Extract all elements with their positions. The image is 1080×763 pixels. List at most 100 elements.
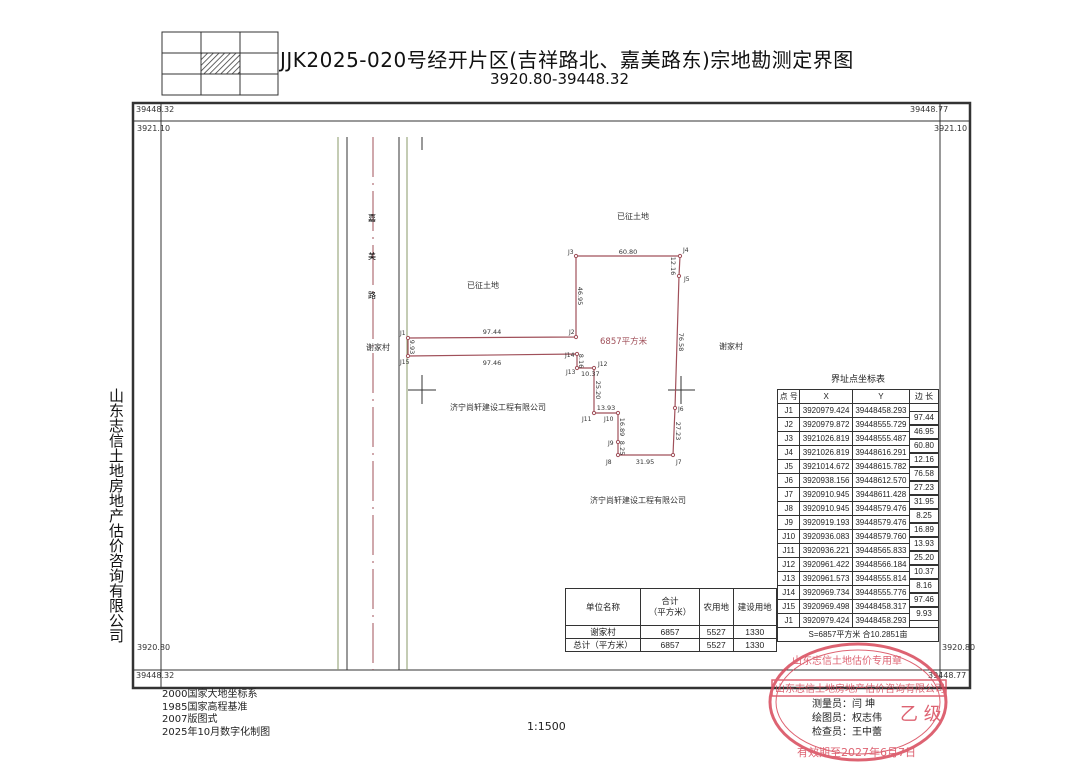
edge-length-value: 10.37 <box>910 564 938 579</box>
grid-crosshair <box>408 375 695 404</box>
boundary-point-marker <box>574 351 580 357</box>
cell-point: J15 <box>776 599 801 614</box>
coord-table-header: 点 号 X Y 边 长 <box>776 389 939 404</box>
edge-length-value: 16.89 <box>910 522 938 537</box>
edge-length-label: 10.37 <box>581 370 600 378</box>
unit-cell: 6857 <box>640 638 700 652</box>
edge-length-value: 8.25 <box>910 508 938 523</box>
road-jiamei: 嘉 美 路 <box>337 137 423 670</box>
coord-table-footer: S=6857平方米 合10.2851亩 <box>777 627 939 642</box>
cell-y: 39448555.776 <box>851 585 911 600</box>
col-construction: 建设用地 <box>732 588 777 626</box>
edge-lengths: 97.4446.9560.8012.1676.5827.2331.958.251… <box>408 248 685 466</box>
staff-list: 测量员：闫 坤 绘图员：权志伟 检查员：王中蕾 <box>812 698 882 740</box>
corner-br-x: 3920.80 <box>942 643 975 652</box>
edge-length-label: 31.95 <box>636 458 655 466</box>
cell-point: J13 <box>776 571 801 586</box>
cell-point: J14 <box>776 585 801 600</box>
edge-length-value: 25.20 <box>910 550 938 565</box>
cell-point: J11 <box>776 543 801 558</box>
boundary-point-label: J4 <box>682 247 689 254</box>
boundary-point-marker <box>591 365 597 371</box>
map-notes: 2000国家大地坐标系 1985国家高程基准 2007版图式 2025年10月数… <box>162 689 270 739</box>
cell-x: 3920979.424 <box>799 613 853 628</box>
unit-cell: 谢家村 <box>565 625 641 639</box>
cell-x: 3920969.734 <box>799 585 853 600</box>
cell-point: J10 <box>776 529 801 544</box>
boundary-point-marker <box>574 365 580 371</box>
label-company-1: 济宁尚轩建设工程有限公司 <box>450 402 546 412</box>
cell-point: J7 <box>776 487 801 502</box>
corner-tr-y: 39448.77 <box>910 105 948 114</box>
boundary-point-marker <box>591 410 597 416</box>
edge-length-label: 8.16 <box>577 354 585 368</box>
cell-y: 39448579.760 <box>851 529 911 544</box>
boundary-point-label: J11 <box>581 416 592 423</box>
boundary-point-label: J2 <box>568 329 575 336</box>
cell-y: 39448458.293 <box>851 403 911 418</box>
boundary-point-label: J8 <box>605 459 612 466</box>
boundary-point-label: J13 <box>565 369 576 376</box>
cell-y: 39448458.293 <box>851 613 911 628</box>
label-area: 6857平方米 <box>600 336 648 347</box>
cell-y: 39448579.476 <box>851 515 911 530</box>
note-date: 2025年10月数字化制图 <box>162 726 271 738</box>
seal-validity: 有效期至2027年6月7日 <box>797 745 916 759</box>
corner-tl-x: 3921.10 <box>137 124 170 133</box>
cell-y: 39448611.428 <box>851 487 911 502</box>
cell-x: 3921014.672 <box>799 459 853 474</box>
boundary-point-label: J12 <box>597 361 608 368</box>
boundary-point-marker <box>670 452 676 458</box>
cell-point: J6 <box>776 473 801 488</box>
edge-length-value: 60.80 <box>910 438 938 453</box>
corner-tr-x: 3921.10 <box>934 124 967 133</box>
map-scale: 1:1500 <box>527 720 566 733</box>
edge-length-value: 46.95 <box>910 424 938 439</box>
surveyor-company: 山东志信土地房地产估价咨询有限公司 <box>107 388 125 643</box>
edge-length-label: 46.95 <box>576 287 584 306</box>
corner-bl-x: 3920.80 <box>137 643 170 652</box>
cell-point: J1 <box>776 403 801 418</box>
note-elevation: 1985国家高程基准 <box>162 701 248 713</box>
cell-x: 3920979.872 <box>799 417 853 432</box>
road-char-3: 路 <box>368 290 376 300</box>
cell-y: 39448555.487 <box>851 431 911 446</box>
staff-surveyor: 测量员：闫 坤 <box>812 699 876 710</box>
corner-bl-y: 39448.32 <box>136 671 174 680</box>
boundary-point-marker <box>573 334 579 340</box>
cell-x: 3921026.819 <box>799 431 853 446</box>
cell-y: 39448555.729 <box>851 417 911 432</box>
cell-x: 3920910.945 <box>799 487 853 502</box>
col-x: X <box>799 389 853 404</box>
cell-point: J4 <box>776 445 801 460</box>
unit-cell: 6857 <box>640 625 700 639</box>
col-unit-name: 单位名称 <box>565 588 641 626</box>
col-agri: 农用地 <box>699 588 734 626</box>
boundary-point-marker <box>677 253 683 259</box>
cell-y: 39448566.184 <box>851 557 911 572</box>
edge-length-value: 27.23 <box>910 480 938 495</box>
boundary-point-label: J14 <box>564 352 575 359</box>
cell-point: J9 <box>776 515 801 530</box>
cell-point: J12 <box>776 557 801 572</box>
col-point: 点 号 <box>776 389 801 404</box>
edge-length-label: 76.58 <box>677 333 685 352</box>
parcel-boundary[interactable] <box>407 255 681 456</box>
staff-checker: 检查员：王中蕾 <box>812 727 882 738</box>
boundary-point-marker <box>615 439 621 445</box>
cell-x: 3920961.573 <box>799 571 853 586</box>
boundary-point-label: J6 <box>677 406 684 413</box>
cell-x: 3920938.156 <box>799 473 853 488</box>
cell-y: 39448579.476 <box>851 501 911 516</box>
boundary-point-marker <box>672 405 678 411</box>
